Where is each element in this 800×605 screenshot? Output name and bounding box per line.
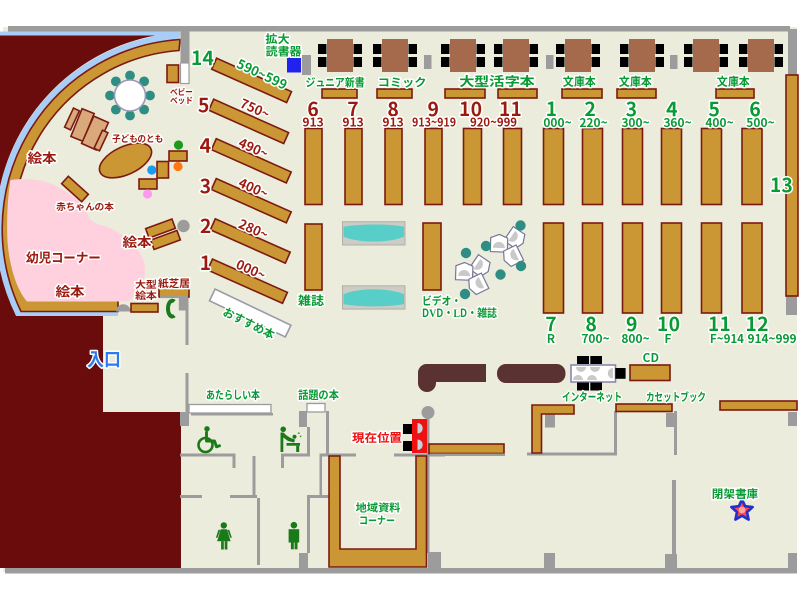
- svg-text:13: 13: [770, 169, 793, 198]
- svg-text:絵本: 絵本: [123, 231, 153, 251]
- svg-text:読書器: 読書器: [266, 44, 303, 60]
- svg-text:220~: 220~: [579, 114, 607, 131]
- svg-text:話題の本: 話題の本: [298, 387, 339, 403]
- svg-text:絵本: 絵本: [28, 147, 58, 167]
- svg-text:3: 3: [200, 170, 212, 199]
- svg-text:8: 8: [585, 308, 597, 337]
- svg-text:F~914: F~914: [710, 330, 745, 347]
- svg-text:5: 5: [708, 93, 720, 122]
- svg-text:914~999: 914~999: [748, 330, 797, 347]
- svg-text:1: 1: [546, 93, 558, 122]
- svg-text:絵本: 絵本: [135, 287, 157, 302]
- svg-text:ジュニア新書: ジュニア新書: [306, 75, 365, 91]
- svg-text:文庫本: 文庫本: [619, 73, 652, 90]
- svg-text:大型: 大型: [135, 276, 157, 291]
- svg-text:4: 4: [666, 93, 678, 122]
- svg-text:文庫本: 文庫本: [563, 73, 596, 90]
- svg-text:絵本: 絵本: [56, 281, 86, 301]
- svg-text:拡大: 拡大: [266, 31, 291, 47]
- svg-text:10: 10: [459, 93, 482, 122]
- svg-text:920~999: 920~999: [470, 114, 517, 131]
- svg-text:紙芝居: 紙芝居: [158, 276, 190, 291]
- svg-text:11: 11: [499, 93, 522, 122]
- svg-text:000~: 000~: [543, 114, 571, 131]
- svg-text:カセットブック: カセットブック: [646, 389, 706, 405]
- svg-text:800~: 800~: [621, 330, 649, 347]
- svg-text:500~: 500~: [746, 114, 774, 131]
- svg-text:地域資料: 地域資料: [356, 500, 401, 516]
- svg-text:子どものとも: 子どものとも: [112, 131, 163, 145]
- svg-text:300~: 300~: [621, 114, 649, 131]
- svg-text:3: 3: [626, 93, 638, 122]
- svg-text:7: 7: [545, 308, 557, 337]
- svg-text:11: 11: [708, 308, 731, 337]
- svg-text:閉架書庫: 閉架書庫: [712, 486, 758, 502]
- svg-text:CD: CD: [643, 349, 659, 366]
- svg-text:ベッド: ベッド: [170, 95, 193, 107]
- svg-text:現在位置: 現在位置: [352, 429, 402, 446]
- svg-text:5: 5: [198, 89, 210, 118]
- svg-text:R: R: [547, 330, 556, 347]
- svg-text:4: 4: [200, 130, 212, 159]
- svg-text:入口: 入口: [87, 346, 121, 372]
- svg-text:ベビー: ベビー: [170, 86, 193, 98]
- svg-text:9: 9: [626, 308, 638, 337]
- svg-text:インターネット: インターネット: [562, 389, 622, 405]
- svg-text:10: 10: [657, 308, 680, 337]
- svg-text:幼児コーナー: 幼児コーナー: [26, 247, 101, 267]
- svg-text:913: 913: [302, 114, 323, 131]
- svg-text:コーナー: コーナー: [359, 513, 395, 529]
- svg-text:文庫本: 文庫本: [717, 73, 750, 90]
- svg-text:1: 1: [200, 247, 212, 276]
- svg-text:ビデオ・: ビデオ・: [422, 293, 461, 309]
- svg-text:6: 6: [307, 93, 319, 122]
- svg-text:12: 12: [745, 308, 768, 337]
- svg-text:8: 8: [387, 93, 399, 122]
- svg-text:あたらしい本: あたらしい本: [206, 387, 260, 403]
- svg-text:雑誌: 雑誌: [298, 290, 325, 309]
- svg-text:赤ちゃんの本: 赤ちゃんの本: [55, 199, 115, 213]
- svg-text:913: 913: [382, 114, 403, 131]
- svg-text:14: 14: [191, 42, 215, 71]
- svg-text:7: 7: [347, 93, 359, 122]
- svg-text:6: 6: [749, 93, 761, 122]
- svg-text:913~919: 913~919: [412, 114, 456, 131]
- svg-text:F: F: [664, 330, 671, 347]
- svg-text:400~: 400~: [705, 114, 733, 131]
- svg-text:2: 2: [200, 210, 212, 239]
- svg-text:9: 9: [427, 93, 439, 122]
- svg-text:700~: 700~: [581, 330, 609, 347]
- svg-text:コミック: コミック: [378, 75, 427, 91]
- svg-text:大型活字本: 大型活字本: [459, 71, 535, 90]
- svg-text:360~: 360~: [663, 114, 691, 131]
- svg-text:913: 913: [342, 114, 363, 131]
- svg-text:DVD・LD・雑誌: DVD・LD・雑誌: [422, 305, 497, 321]
- svg-text:2: 2: [584, 93, 596, 122]
